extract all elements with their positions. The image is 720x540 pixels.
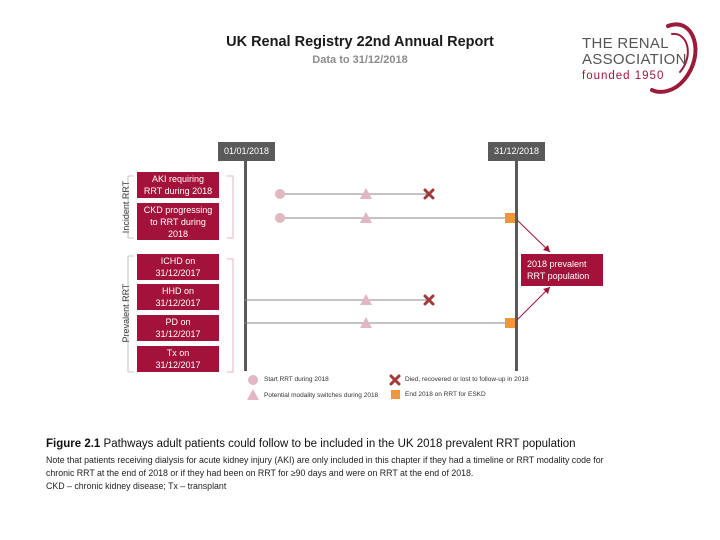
figure-label: Figure 2.1 bbox=[46, 438, 101, 450]
legend-circle-icon bbox=[248, 375, 258, 385]
end-square-ckd bbox=[505, 213, 515, 223]
prevalent-left-bracket bbox=[127, 255, 134, 373]
legend-start-text: Start RRT during 2018 bbox=[264, 376, 329, 383]
died-cross-aki bbox=[423, 188, 435, 200]
modality-switch-triangle-aki bbox=[360, 188, 372, 199]
prevalent-bracket bbox=[227, 258, 234, 373]
incident-bracket bbox=[227, 175, 234, 239]
outcome-box: 2018 prevalent RRT population bbox=[521, 254, 603, 286]
incident-left-bracket bbox=[127, 175, 134, 239]
group-box-aki: AKI requiring RRT during 2018 bbox=[137, 172, 219, 198]
legend-triangle-icon bbox=[247, 389, 259, 400]
start-rrt-circle-ckd bbox=[275, 213, 285, 223]
page-subtitle: Data to 31/12/2018 bbox=[312, 54, 408, 66]
arrowhead-top bbox=[543, 245, 550, 252]
caption-note-line-1: Note that patients receiving dialysis fo… bbox=[46, 455, 604, 465]
figure-caption: Figure 2.1 Pathways adult patients could… bbox=[46, 438, 676, 450]
caption-note-line-2: chronic RRT at the end of 2018 or if the… bbox=[46, 468, 474, 478]
group-box-ichd: ICHD on 31/12/2017 bbox=[137, 254, 219, 280]
end-date-box: 31/12/2018 bbox=[488, 142, 545, 161]
start-rrt-circle-aki bbox=[275, 189, 285, 199]
caption-abbreviations: CKD – chronic kidney disease; Tx – trans… bbox=[46, 481, 227, 491]
start-timeline bbox=[244, 161, 247, 371]
legend-died-text: Died, recovered or lost to follow-up in … bbox=[405, 376, 529, 383]
legend-square-icon bbox=[391, 390, 400, 399]
legend-end-text: End 2018 on RRT for ESKD bbox=[405, 391, 486, 398]
group-box-ckd: CKD progressing to RRT during 2018 bbox=[137, 203, 219, 240]
end-square-pd bbox=[505, 318, 515, 328]
arrow-to-outcome-top bbox=[516, 219, 551, 253]
logo-swirl-icon bbox=[650, 22, 698, 94]
figure-caption-text: Pathways adult patients could follow to … bbox=[100, 438, 576, 450]
modality-switch-triangle-hhd bbox=[360, 294, 372, 305]
group-box-tx: Tx on 31/12/2017 bbox=[137, 346, 219, 372]
legend-cross-icon bbox=[389, 374, 401, 386]
start-date-box: 01/01/2018 bbox=[218, 142, 275, 161]
arrowhead-bottom bbox=[543, 287, 550, 294]
page-title: UK Renal Registry 22nd Annual Report bbox=[226, 34, 494, 50]
died-cross-hhd bbox=[423, 294, 435, 306]
logo-line-2: ASSOCIATION bbox=[582, 51, 687, 68]
modality-switch-triangle-pd bbox=[360, 317, 372, 328]
group-box-pd: PD on 31/12/2017 bbox=[137, 315, 219, 341]
arrow-to-outcome-bottom bbox=[516, 286, 551, 321]
logo-line-1: THE RENAL bbox=[582, 35, 669, 52]
legend-switch-text: Potential modality switches during 2018 bbox=[264, 392, 379, 399]
modality-switch-triangle-ckd bbox=[360, 212, 372, 223]
logo-tagline: founded 1950 bbox=[582, 70, 665, 82]
group-box-hhd: HHD on 31/12/2017 bbox=[137, 284, 219, 310]
renal-association-logo: THE RENAL ASSOCIATION founded 1950 bbox=[576, 14, 702, 96]
end-timeline bbox=[515, 161, 518, 371]
